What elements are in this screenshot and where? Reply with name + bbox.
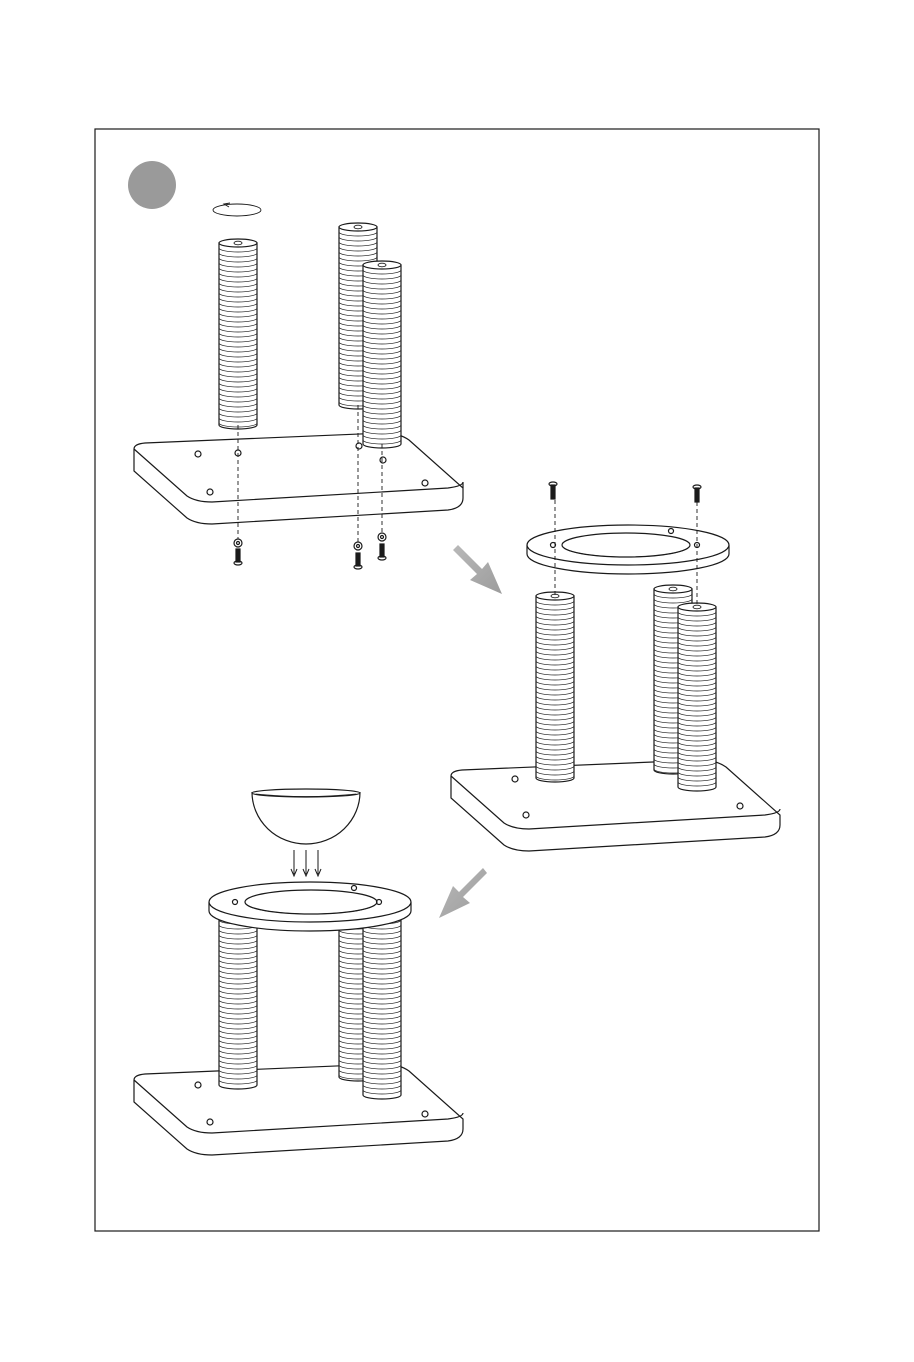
washer-icon xyxy=(378,533,386,541)
base-plate xyxy=(134,1064,463,1155)
top-ring xyxy=(209,882,411,931)
sisal-post-left xyxy=(536,592,574,782)
sisal-post-left xyxy=(219,239,257,429)
bowl xyxy=(252,789,360,844)
screw-icon xyxy=(234,549,242,565)
top-ring xyxy=(527,525,729,574)
panel-2 xyxy=(451,482,780,851)
screw-icon xyxy=(354,553,362,569)
step-arrow-icon xyxy=(453,545,502,594)
washer-icon xyxy=(354,542,362,550)
sisal-post-front xyxy=(363,261,401,448)
screw-icon xyxy=(549,482,557,499)
base-plate xyxy=(451,760,780,851)
drop-arrow-icon xyxy=(291,850,321,876)
screw-icon xyxy=(378,544,386,560)
sisal-post-left xyxy=(219,901,257,1089)
screw-icon xyxy=(693,485,701,502)
washer-icon xyxy=(234,539,242,547)
panel-1 xyxy=(134,223,463,569)
base-plate xyxy=(134,433,463,524)
step-arrow-icon xyxy=(439,868,487,918)
step-badge xyxy=(128,161,176,209)
sisal-post-front xyxy=(363,901,401,1099)
panel-3 xyxy=(134,789,463,1155)
rotate-arrow-icon xyxy=(213,203,261,216)
sisal-post-front xyxy=(678,603,716,791)
